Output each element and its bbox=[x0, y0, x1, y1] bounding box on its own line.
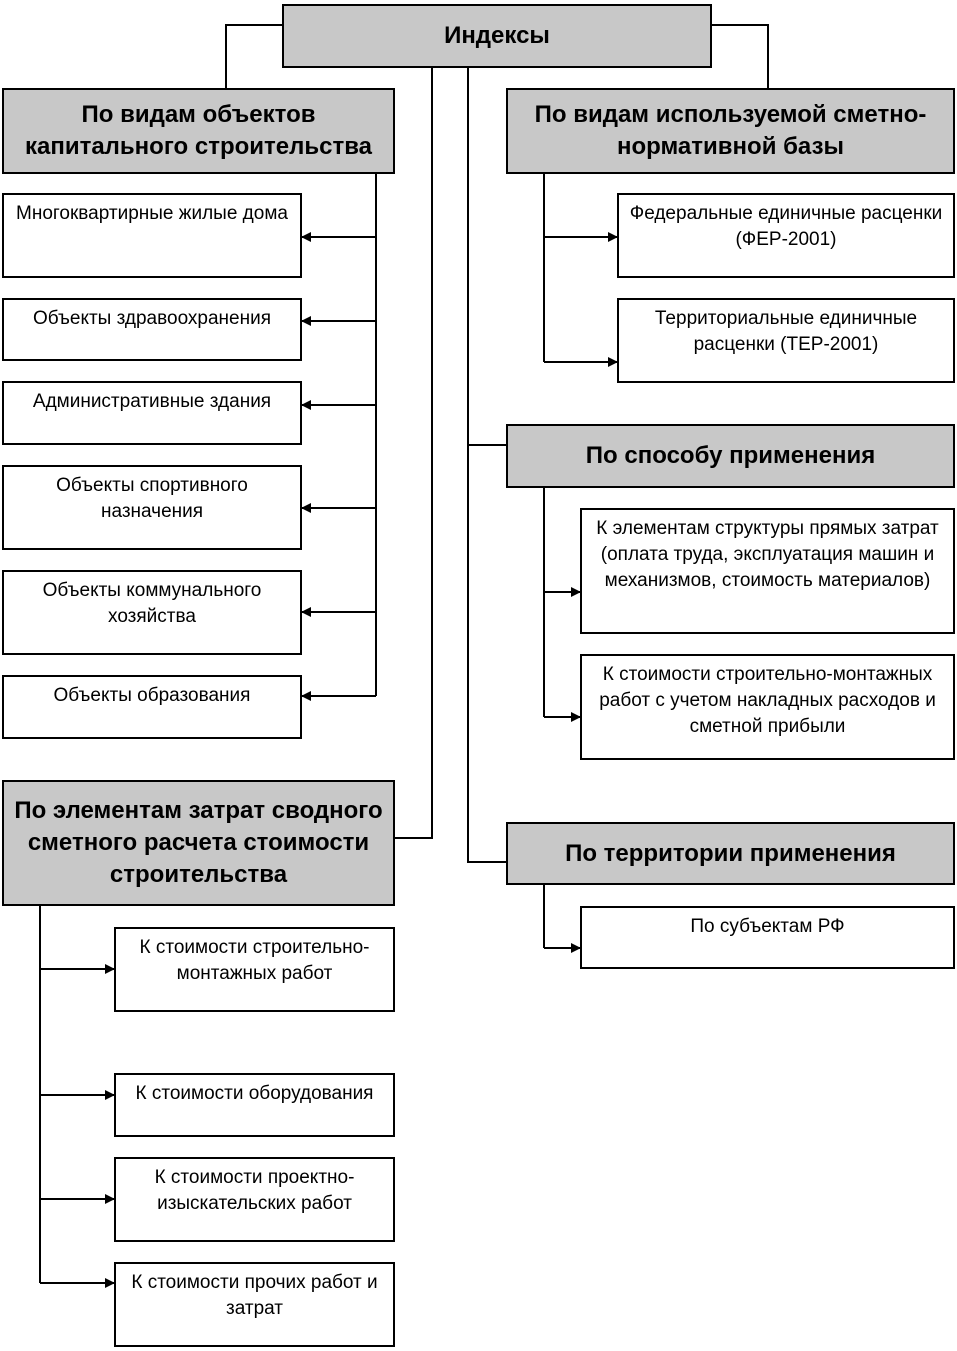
method-item-2: К стоимости строительно-монтажных работ … bbox=[580, 654, 955, 760]
cost-item-4: К стоимости прочих работ и затрат bbox=[114, 1262, 395, 1347]
objects-item-4: Объекты спортивного назначения bbox=[2, 465, 302, 550]
root-label: Индексы bbox=[444, 22, 550, 49]
method-item-1: К элементам структуры прямых затрат (опл… bbox=[580, 508, 955, 634]
base-item-1: Федеральные единичные расценки (ФЕР-2001… bbox=[617, 193, 955, 278]
group-base-title: По видам используемой сметно-нормативной… bbox=[534, 101, 927, 160]
group-objects-title: По видам объектов капитального строитель… bbox=[24, 101, 373, 160]
objects-item-3: Административные здания bbox=[2, 381, 302, 445]
territory-item-1: По субъектам РФ bbox=[580, 906, 955, 969]
group-method-header: По способу применения bbox=[506, 424, 955, 488]
objects-item-5: Объекты коммунального хозяйства bbox=[2, 570, 302, 655]
group-territory-header: По территории применения bbox=[506, 822, 955, 885]
cost-item-3: К стоимости проектно-изыскательских рабо… bbox=[114, 1157, 395, 1242]
connector-root-objects bbox=[225, 24, 282, 88]
cost-item-1: К стоимости строительно-монтажных работ bbox=[114, 927, 395, 1012]
connector-root-method bbox=[467, 68, 506, 446]
objects-item-6: Объекты образования bbox=[2, 675, 302, 739]
group-cost-title: По элементам затрат сводного сметного ра… bbox=[14, 797, 383, 888]
group-cost-header: По элементам затрат сводного сметного ра… bbox=[2, 780, 395, 906]
objects-item-2: Объекты здравоохранения bbox=[2, 298, 302, 361]
connector-root-cost bbox=[395, 68, 433, 839]
group-territory-title: По территории применения bbox=[565, 839, 896, 867]
base-item-2: Территориальные единичные расценки (ТЕР-… bbox=[617, 298, 955, 383]
objects-item-1: Многоквартирные жилые дома bbox=[2, 193, 302, 278]
cost-item-2: К стоимости оборудования bbox=[114, 1073, 395, 1137]
connector-root-territory bbox=[467, 445, 506, 863]
group-objects-header: По видам объектов капитального строитель… bbox=[2, 88, 395, 174]
group-method-title: По способу применения bbox=[585, 442, 876, 469]
connector-root-base bbox=[712, 24, 769, 88]
group-base-header: По видам используемой сметно-нормативной… bbox=[506, 88, 955, 174]
root-node: Индексы bbox=[282, 4, 712, 68]
